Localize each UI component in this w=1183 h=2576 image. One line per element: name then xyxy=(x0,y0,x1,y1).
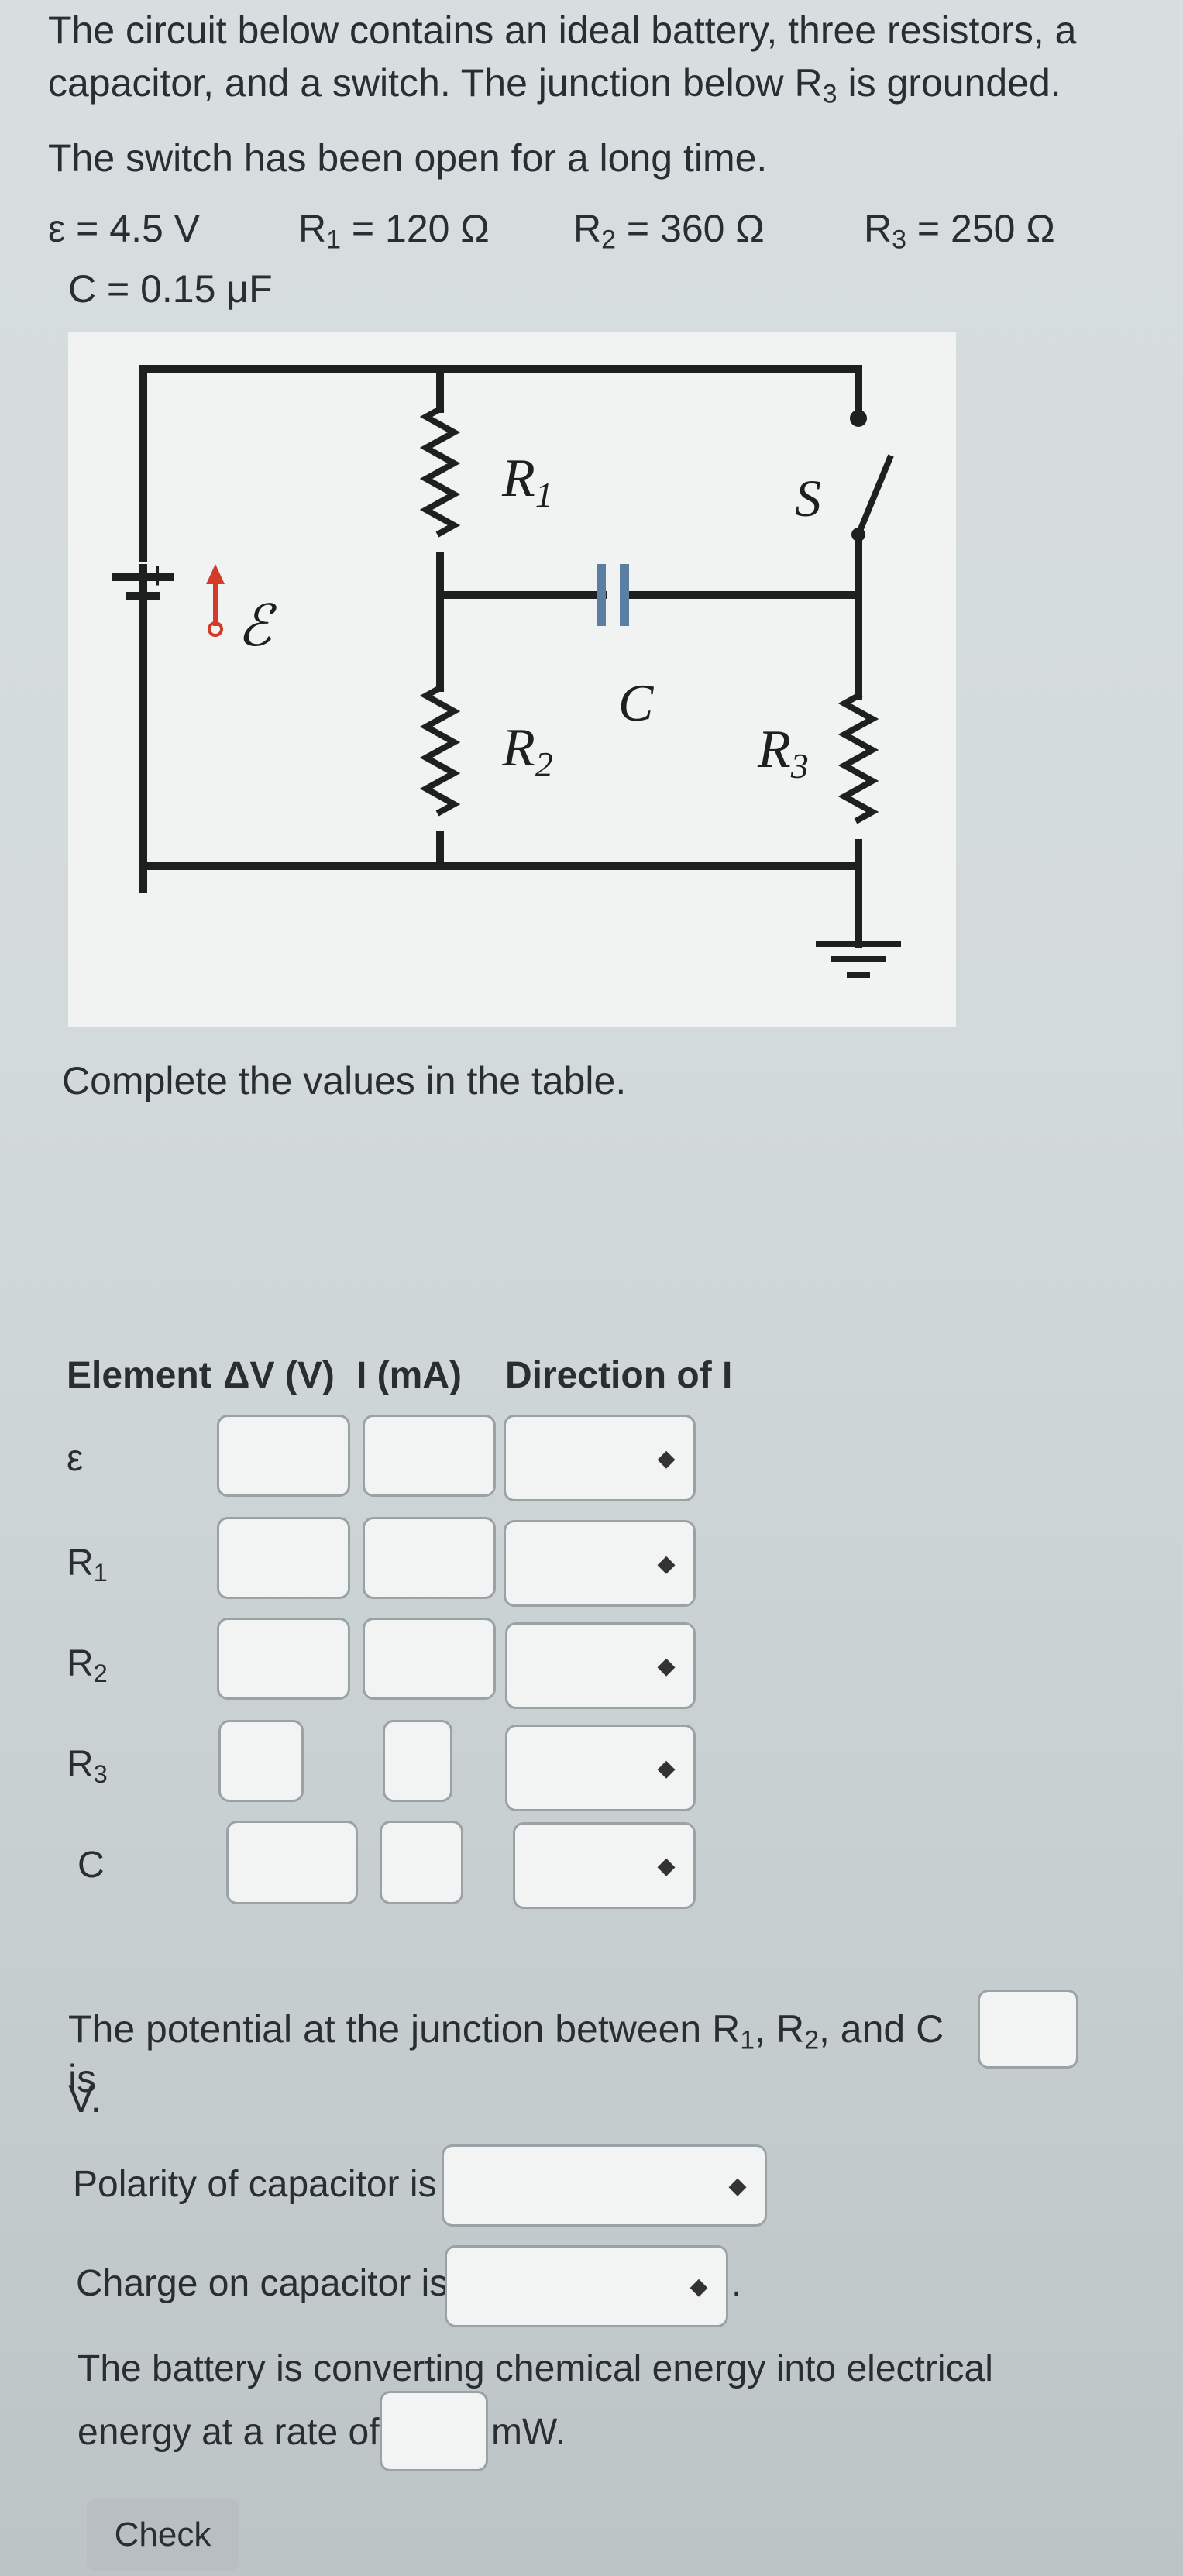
c-voltage-input[interactable] xyxy=(226,1821,358,1904)
col-header-voltage: ΔV (V) xyxy=(223,1355,335,1396)
emf-current-input[interactable] xyxy=(363,1415,496,1497)
r3-current-input[interactable] xyxy=(383,1720,452,1802)
emf-direction-select[interactable]: ◆ xyxy=(504,1415,696,1501)
updown-arrows-icon: ◆ xyxy=(657,1445,676,1471)
battery-line-2: energy at a rate of xyxy=(77,2412,380,2453)
check-button[interactable]: Check xyxy=(87,2499,239,2571)
r1-direction-select[interactable]: ◆ xyxy=(504,1520,696,1607)
junction-potential-input[interactable] xyxy=(978,1990,1078,2069)
row-label-r2: R2 xyxy=(67,1643,108,1688)
emf-voltage-input[interactable] xyxy=(217,1415,350,1497)
r2-current-input[interactable] xyxy=(363,1618,496,1700)
charge-period: . xyxy=(731,2263,742,2304)
r3-voltage-input[interactable] xyxy=(218,1720,304,1802)
s-label: S xyxy=(795,469,821,528)
updown-arrows-icon: ◆ xyxy=(657,1755,676,1781)
c-current-input[interactable] xyxy=(380,1821,463,1904)
circuit-diagram: R1 R2 R3 C S ℰ + xyxy=(68,332,956,1027)
given-r2: R2 = 360 Ω xyxy=(573,207,765,255)
table-instructions: Complete the values in the table. xyxy=(62,1059,627,1102)
r3-label: R3 xyxy=(757,720,809,786)
r3-direction-select[interactable]: ◆ xyxy=(505,1725,696,1811)
battery-line-1: The battery is converting chemical energ… xyxy=(77,2348,993,2389)
potential-unit: V. xyxy=(68,2077,101,2120)
capacitor-charge-select[interactable]: ◆ xyxy=(445,2245,728,2327)
row-label-r1: R1 xyxy=(67,1543,108,1587)
plus-sign: + xyxy=(146,553,169,598)
col-header-direction: Direction of I xyxy=(505,1355,733,1396)
r2-resistor xyxy=(419,683,461,817)
updown-arrows-icon: ◆ xyxy=(657,1550,676,1577)
battery-rate-unit: mW. xyxy=(491,2412,566,2453)
row-label-emf: ε xyxy=(67,1438,84,1479)
updown-arrows-icon: ◆ xyxy=(728,2172,747,2199)
c-direction-select[interactable]: ◆ xyxy=(513,1822,696,1909)
given-emf: ε = 4.5 V xyxy=(48,207,201,250)
row-label-c: C xyxy=(77,1845,105,1886)
r2-label: R2 xyxy=(501,718,553,784)
circuit-svg: R1 R2 R3 C S ℰ + xyxy=(112,365,901,978)
r1-resistor xyxy=(419,404,461,538)
updown-arrows-icon: ◆ xyxy=(657,1852,676,1879)
problem-statement: The circuit below contains an ideal batt… xyxy=(48,5,1164,184)
r1-label: R1 xyxy=(501,449,553,514)
updown-arrows-icon: ◆ xyxy=(657,1653,676,1679)
given-r3: R3 = 250 Ω xyxy=(864,207,1055,255)
polarity-label: Polarity of capacitor is xyxy=(73,2164,437,2205)
c-label: C xyxy=(618,673,654,732)
charge-label: Charge on capacitor is xyxy=(76,2263,449,2304)
row-label-r3: R3 xyxy=(67,1744,108,1789)
battery-symbol xyxy=(112,562,174,600)
col-header-element: Element xyxy=(67,1355,211,1396)
r3-resistor xyxy=(837,691,879,824)
given-r1: R1 = 120 Ω xyxy=(298,207,490,255)
given-capacitance: C = 0.15 μF xyxy=(68,267,273,311)
battery-rate-input[interactable] xyxy=(380,2391,488,2471)
switch-s xyxy=(850,410,894,542)
capacitor-polarity-select[interactable]: ◆ xyxy=(442,2144,767,2227)
intro-line-3: The switch has been open for a long time… xyxy=(48,136,768,180)
emf-arrow xyxy=(206,564,225,637)
updown-arrows-icon: ◆ xyxy=(690,2273,708,2299)
r2-voltage-input[interactable] xyxy=(217,1618,350,1700)
emf-label: ℰ xyxy=(237,595,277,659)
potential-question: The potential at the junction between R1… xyxy=(68,2007,944,2100)
r2-direction-select[interactable]: ◆ xyxy=(505,1622,696,1709)
col-header-current: I (mA) xyxy=(356,1355,462,1396)
capacitor-symbol xyxy=(597,564,629,626)
r1-current-input[interactable] xyxy=(363,1517,496,1599)
ground-symbol xyxy=(816,941,901,978)
intro-line-1: The circuit below contains an ideal batt… xyxy=(48,9,1077,52)
r1-voltage-input[interactable] xyxy=(217,1517,350,1599)
intro-line-2: capacitor, and a switch. The junction be… xyxy=(48,60,1061,109)
